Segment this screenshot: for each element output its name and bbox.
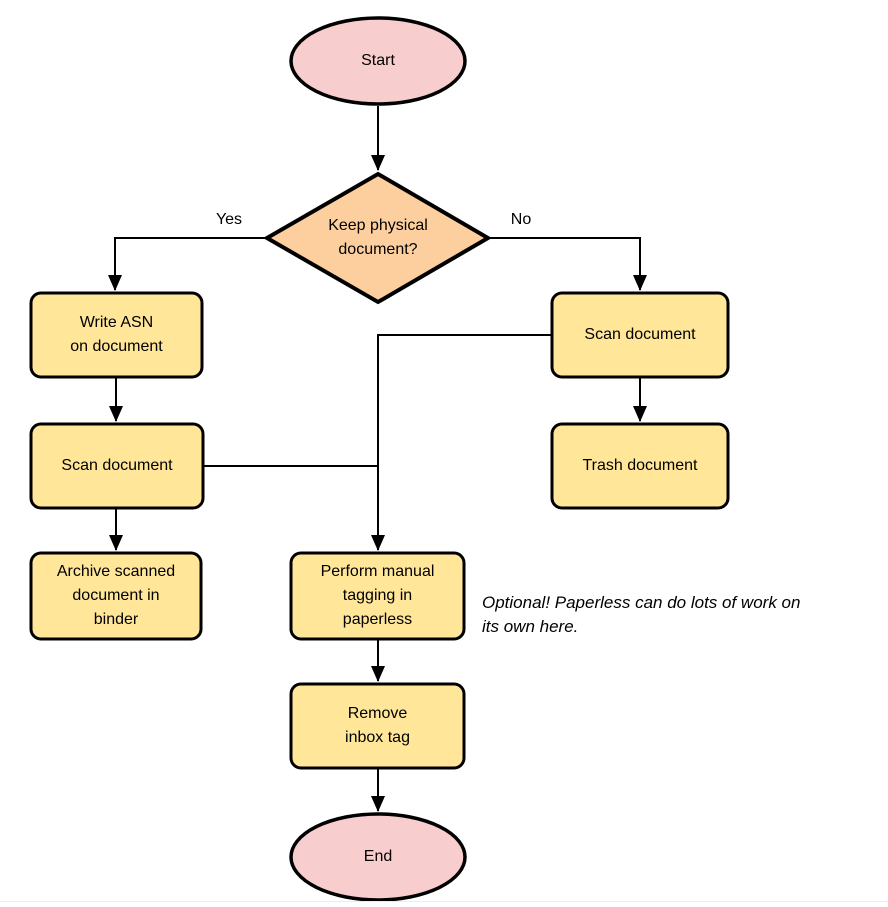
decision-diamond: [262, 171, 492, 305]
scan-document-left-box: [29, 422, 205, 510]
edge-decision-yes: [108, 237, 266, 291]
bottom-divider: [0, 901, 888, 902]
flowchart-edges: [108, 106, 647, 812]
end-ellipse: [289, 812, 467, 902]
trash-document-box: [550, 422, 730, 510]
tagging-box: [289, 551, 466, 641]
edge-scanright-to-tagging: [371, 334, 551, 551]
remove-inbox-box: [289, 682, 466, 770]
edge-decision-no: [489, 237, 647, 291]
archive-box: [29, 551, 203, 641]
start-ellipse: [289, 16, 467, 106]
write-asn-box: [29, 291, 204, 379]
scan-document-right-box: [550, 291, 730, 379]
